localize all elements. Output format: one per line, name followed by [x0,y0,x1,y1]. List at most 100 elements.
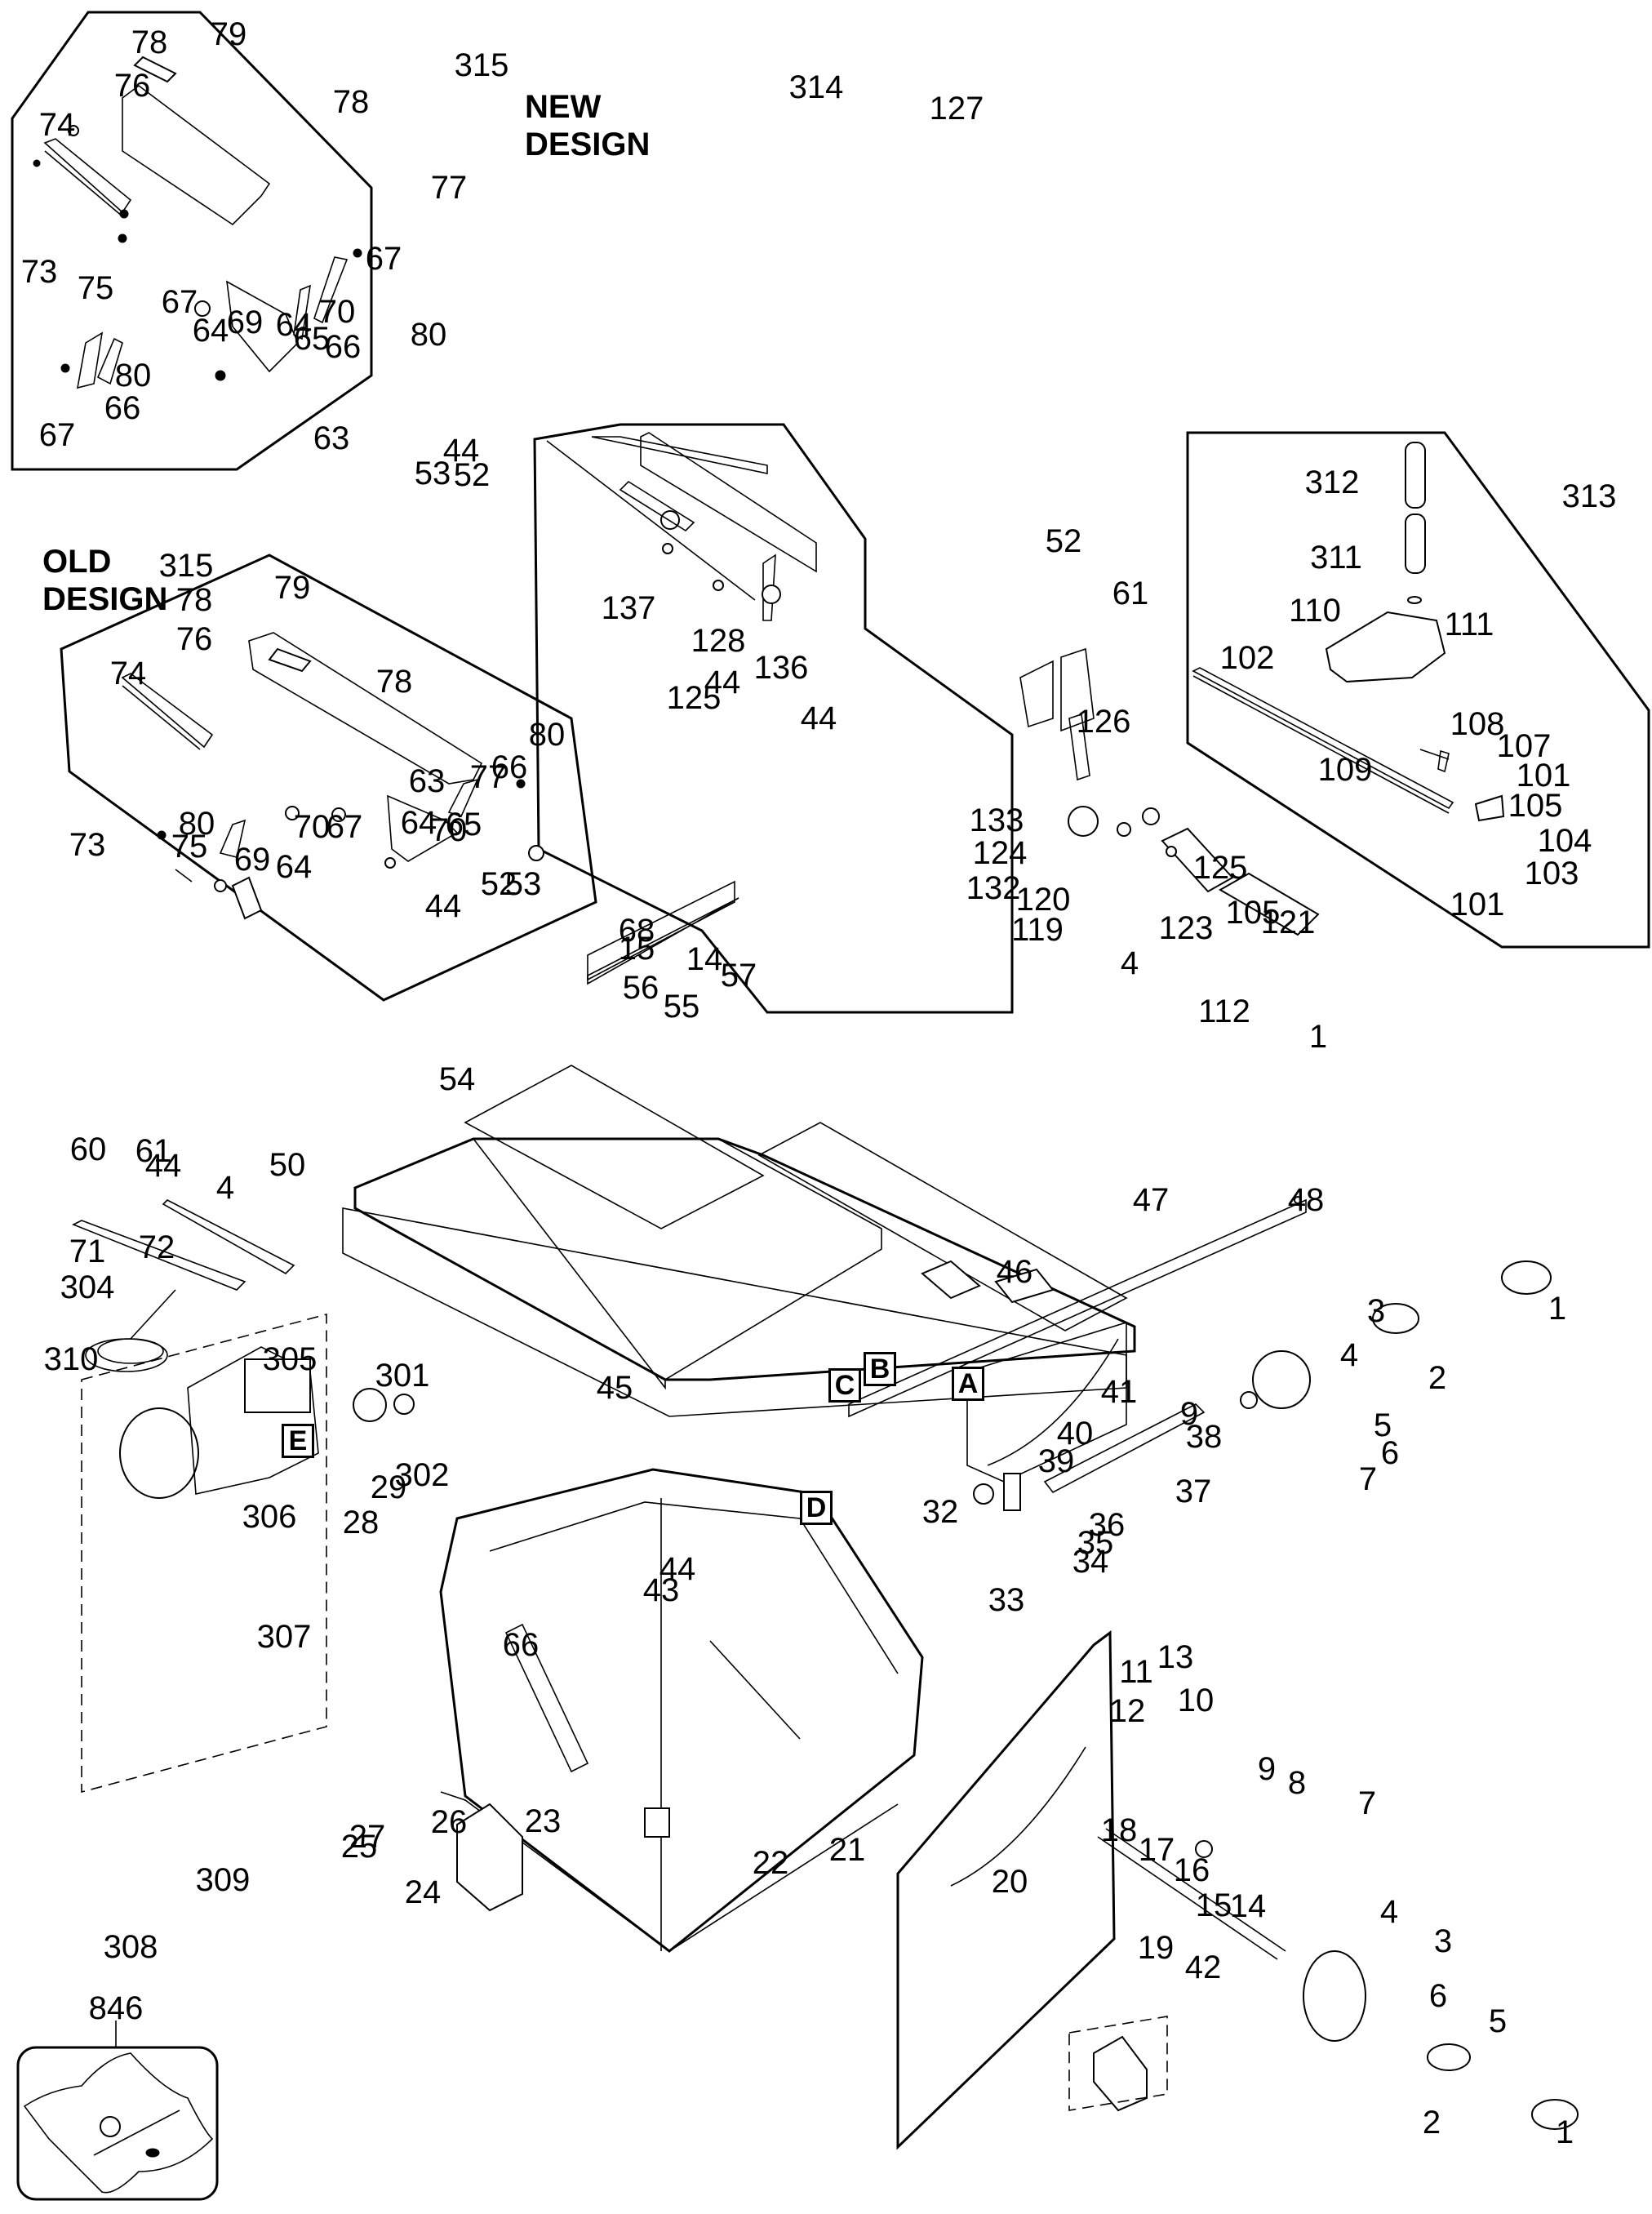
new-design-heading-line1: NEW [525,89,602,125]
guard-cover-drawing [33,56,271,243]
part-number-callout: 15 [618,931,655,967]
part-number-callout: 20 [991,1864,1028,1900]
part-number-callout: 71 [69,1234,106,1269]
part-number-callout: 111 [1444,607,1494,642]
new-guard-splitter-drawing [60,248,362,389]
part-number-callout: 5 [1373,1407,1392,1443]
part-number-callout: 47 [1132,1182,1170,1218]
old-design-heading-line2: DESIGN [42,581,168,617]
part-number-callout: 67 [161,284,198,320]
part-number-callout: 6 [1428,1978,1448,2014]
new-design-heading-line2: DESIGN [525,127,651,162]
part-number-callout: 56 [622,970,659,1006]
part-number-callout: 70 [318,294,356,330]
part-number-callout: 132 [966,870,1021,906]
part-number-callout: 26 [430,1804,468,1840]
part-number-callout: 55 [663,989,700,1025]
part-number-callout: 6 [1380,1435,1400,1471]
table-top-drawing [342,436,1136,1417]
part-number-callout: 37 [1175,1474,1212,1509]
part-number-callout: 78 [375,664,413,700]
rip-fence-drawing [546,432,1320,936]
part-number-callout: 27 [349,1819,386,1855]
new-design-heading: NEW DESIGN [525,88,650,163]
part-number-callout: 307 [256,1619,312,1655]
part-number-callout: 25 [340,1829,378,1865]
blade-tilt-guide-drawing [966,1321,1127,1483]
part-number-callout: 76 [175,621,213,657]
part-number-callout: 74 [109,656,147,691]
part-number-callout: 9 [1179,1396,1199,1432]
part-number-callout: 5 [1488,2003,1508,2039]
part-number-callout: 66 [324,329,362,365]
part-number-callout: 42 [1184,1949,1222,1985]
part-number-callout: 109 [1317,752,1373,788]
part-number-callout: 313 [1561,478,1617,514]
part-number-callout: 53 [504,866,542,902]
part-number-callout: 53 [414,456,451,491]
switch-drawing [456,1803,1168,2112]
part-number-callout: 36 [1088,1507,1126,1543]
reference-marker-e: E [282,1424,314,1458]
part-number-callout: 79 [210,16,247,52]
part-number-callout: 125 [666,680,722,716]
part-number-callout: 43 [642,1572,680,1608]
rip-fence-outline [533,423,1014,1014]
part-number-callout: 66 [491,749,528,785]
part-number-callout: 45 [596,1370,633,1406]
part-number-callout: 112 [1198,994,1250,1029]
part-number-callout: 8 [1287,1765,1307,1801]
blade-washer-drawing [353,1388,415,1422]
part-number-callout: 64 [192,313,229,349]
part-number-callout: 4 [1339,1337,1359,1373]
part-number-callout: 309 [195,1862,251,1898]
part-number-callout: 44 [800,700,837,736]
part-number-callout: 44 [659,1551,696,1587]
part-number-callout: 108 [1450,706,1505,742]
part-number-callout: 44 [424,888,462,924]
part-number-callout: 39 [1037,1443,1075,1479]
part-number-callout: 64 [275,849,313,885]
part-number-callout: 41 [1100,1374,1138,1410]
part-number-callout: 61 [1112,576,1149,611]
part-number-callout: 310 [43,1341,99,1377]
part-number-callout: 302 [394,1457,450,1493]
part-number-callout: 65 [293,321,331,357]
part-number-callout: 61 [135,1133,172,1169]
part-number-callout: 19 [1137,1930,1175,1966]
part-number-callout: 4 [215,1170,235,1206]
part-number-callout: 24 [404,1874,442,1910]
part-number-callout: 16 [1173,1852,1210,1888]
part-number-callout: 9 [1257,1751,1277,1787]
part-number-callout: 68 [618,913,655,949]
reference-marker-c: C [828,1368,861,1403]
part-number-callout: 124 [972,835,1028,871]
part-number-callout: 63 [313,420,350,456]
part-number-callout: 80 [114,358,152,393]
part-number-callout: 75 [77,270,114,306]
part-number-callout: 38 [1185,1419,1223,1455]
part-number-callout: 105 [1508,788,1563,824]
part-number-callout: 64 [275,307,313,343]
wrench-drawings [72,1199,295,1291]
part-number-callout: 312 [1304,465,1360,500]
part-number-callout: 57 [720,958,757,994]
old-guard-drawing [121,632,544,869]
part-number-callout: 69 [226,305,264,340]
part-number-callout: 3 [1366,1293,1386,1329]
part-number-callout: 1 [1308,1019,1328,1055]
tilt-shaft-drawing [1097,1828,1579,2130]
reference-marker-a: A [952,1367,984,1401]
part-number-callout: 10 [1177,1683,1215,1718]
part-number-callout: 120 [1015,882,1071,918]
part-number-callout: 137 [601,590,656,626]
part-number-callout: 301 [375,1358,430,1394]
part-number-callout: 46 [996,1254,1033,1290]
part-number-callout: 14 [686,941,723,977]
part-number-callout: 77 [469,759,507,795]
motor-drawing [119,1346,319,1499]
part-number-callout: 64 [400,805,437,841]
part-number-callout: 305 [262,1341,318,1377]
reference-marker-b: B [864,1352,896,1386]
part-number-callout: 32 [921,1494,959,1530]
